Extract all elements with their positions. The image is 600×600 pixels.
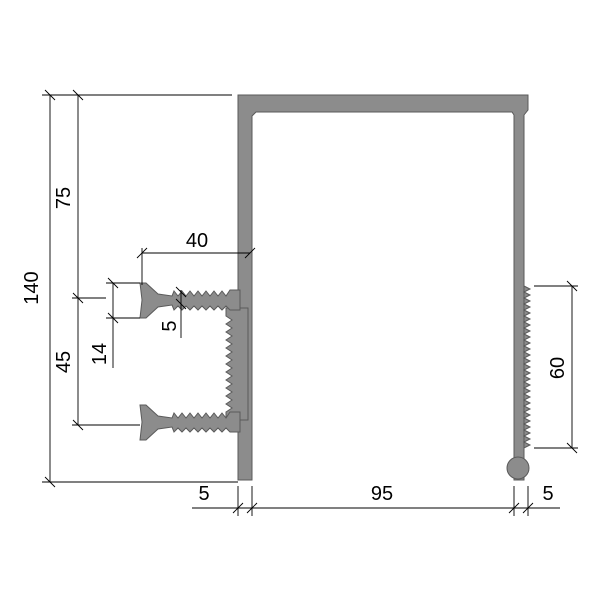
dim-5-tooth-tick-top <box>175 286 187 298</box>
dim-bottom-tick-4 <box>522 502 534 514</box>
label-upper-height: 75 <box>53 187 75 209</box>
label-tooth-depth: 5 <box>159 320 181 331</box>
label-right-wall: 5 <box>542 483 553 505</box>
right-leg-serrations <box>522 285 532 449</box>
end-bulb <box>506 456 530 480</box>
label-web-width: 40 <box>186 230 208 252</box>
dim-40-tick-right <box>244 247 256 259</box>
dim-14-tick-top <box>107 277 119 289</box>
channel-frame <box>237 94 529 481</box>
label-flange-spacing: 14 <box>89 343 111 365</box>
label-serrated-length: 60 <box>547 357 569 379</box>
dimension-lines <box>42 89 578 516</box>
label-overall-height: 140 <box>21 271 43 304</box>
label-left-wall: 5 <box>198 483 209 505</box>
dim-14-tick-bottom <box>107 312 119 324</box>
anchor-block <box>225 307 249 421</box>
dim-bottom-tick-3 <box>508 502 520 514</box>
dim-60-tick-bottom <box>566 442 578 454</box>
upper-anchor-flange <box>139 282 241 319</box>
dim-bottom-tick-2 <box>246 502 258 514</box>
dim-5-tooth-tick-bottom <box>175 298 187 310</box>
label-lower-height: 45 <box>53 351 75 373</box>
lower-anchor-flange <box>139 404 241 441</box>
dim-bottom-tick-1 <box>232 502 244 514</box>
dimension-labels: 140 75 45 14 40 5 5 95 5 60 <box>21 187 569 505</box>
label-inner-width: 95 <box>371 483 393 505</box>
dim-140-tick-top <box>44 89 56 101</box>
dim-140-tick-bottom <box>44 476 56 488</box>
dim-75-45-tick-top <box>72 89 84 101</box>
dim-60-tick-top <box>566 280 578 292</box>
dim-40-tick-left <box>136 247 148 259</box>
profile-body <box>139 94 532 481</box>
